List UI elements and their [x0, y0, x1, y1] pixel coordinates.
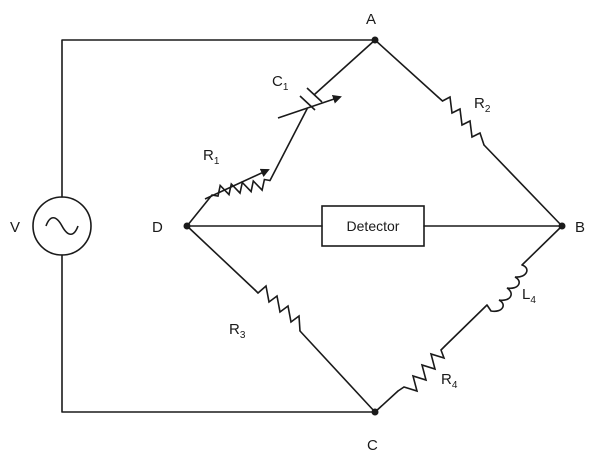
- branch-d-b: [186, 205, 563, 247]
- node-d-label: D: [152, 219, 163, 236]
- wire-d-r1: [186, 194, 213, 227]
- branch-d-a: [186, 39, 376, 227]
- label-r2: R2: [474, 95, 491, 115]
- r1-variable-arrow: [204, 168, 270, 200]
- sine-wave-icon: [45, 216, 79, 236]
- branch-b-c: [374, 225, 563, 413]
- inductor-l4: [486, 264, 528, 313]
- wire-r2-b: [483, 144, 563, 227]
- node-c-label: C: [367, 437, 378, 454]
- ac-source-circle: [32, 196, 92, 256]
- wire-d-r3: [186, 225, 256, 291]
- node-b-label: B: [575, 219, 585, 236]
- node-a-label: A: [366, 11, 376, 28]
- source-label: V: [10, 219, 20, 236]
- detector-label: Detector: [347, 218, 400, 234]
- resistor-r3: [254, 284, 301, 332]
- node-b-dot: [558, 222, 566, 230]
- branch-d-c: [186, 225, 376, 413]
- ac-source: [32, 196, 92, 256]
- node-c-dot: [371, 408, 379, 416]
- resistor-r1: [211, 178, 271, 198]
- resistor-r2: [437, 95, 485, 146]
- label-r3: R3: [229, 321, 246, 341]
- wire-top-to-a: [61, 39, 376, 198]
- label-r1: R1: [203, 147, 220, 167]
- wire-r3-c: [299, 330, 376, 413]
- wire-bottom-to-c: [61, 254, 376, 413]
- label-c1: C1: [272, 73, 289, 93]
- c1-variable-arrow: [277, 94, 342, 119]
- resistor-r4: [397, 345, 446, 393]
- wire-a-r2: [374, 39, 439, 98]
- label-r4: R4: [441, 371, 458, 391]
- wire-b-l4: [521, 225, 563, 266]
- wire-r4-c: [374, 390, 399, 413]
- wire-c1-a: [314, 39, 376, 95]
- branch-a-b: [374, 39, 563, 227]
- node-d-dot: [183, 222, 191, 230]
- label-l4: L4: [522, 286, 536, 306]
- wire-r1-c1: [269, 108, 308, 182]
- wire-l4-r4: [444, 304, 488, 347]
- node-a-dot: [371, 36, 379, 44]
- capacitor-c1: [299, 87, 323, 111]
